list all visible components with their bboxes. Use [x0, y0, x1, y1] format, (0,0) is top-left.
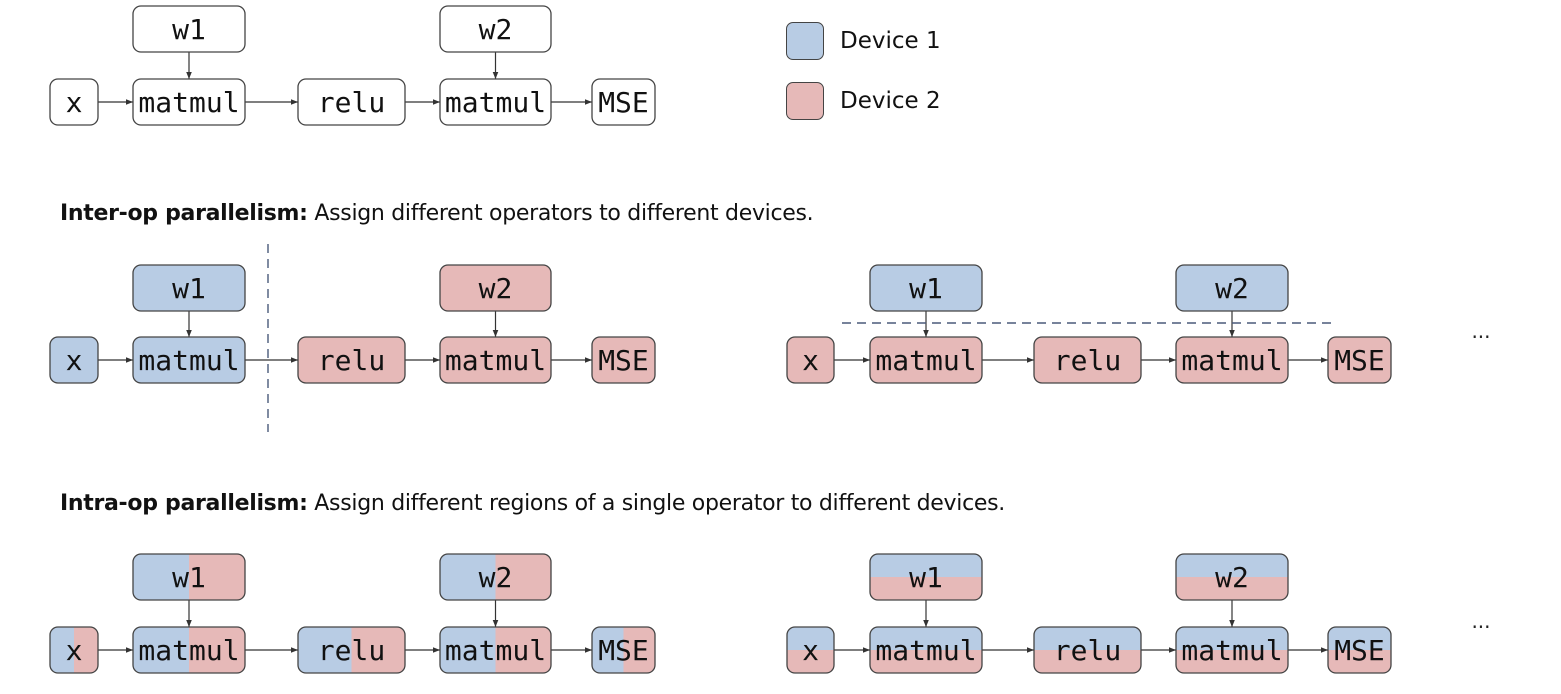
node-label-w2: w2 — [479, 561, 513, 594]
legend-label-device-1: Device 1 — [840, 28, 941, 54]
heading-inter-op-bold: Inter-op parallelism: — [60, 201, 308, 226]
node-label-m2: matmul — [1181, 344, 1282, 377]
ellipsis-2: ... — [1471, 609, 1490, 633]
node-label-w1: w1 — [172, 272, 206, 305]
node-w1: w1 — [869, 553, 983, 601]
node-relu: relu — [297, 336, 406, 384]
node-label-m2: matmul — [445, 86, 546, 119]
node-label-m1: matmul — [875, 344, 976, 377]
node-label-relu: relu — [318, 634, 385, 667]
node-label-relu: relu — [318, 344, 385, 377]
node-label-relu: relu — [1054, 634, 1121, 667]
node-w1: w1 — [132, 5, 246, 53]
node-label-mse: MSE — [598, 634, 649, 667]
node-label-mse: MSE — [1334, 634, 1385, 667]
ellipsis-1: ... — [1471, 319, 1490, 343]
node-label-w1: w1 — [172, 561, 206, 594]
node-m2: matmul — [439, 78, 552, 126]
node-x: x — [786, 626, 835, 674]
node-w1: w1 — [132, 264, 246, 312]
heading-intra-op-bold: Intra-op parallelism: — [60, 491, 308, 516]
node-mse: MSE — [1327, 626, 1392, 674]
node-label-mse: MSE — [1334, 344, 1385, 377]
node-label-relu: relu — [318, 86, 385, 119]
node-mse: MSE — [591, 336, 656, 384]
device-boundary-lines — [267, 244, 1333, 432]
node-w1: w1 — [869, 264, 983, 312]
node-label-relu: relu — [1054, 344, 1121, 377]
node-w1: w1 — [132, 553, 246, 601]
node-w2: w2 — [439, 553, 552, 601]
node-m2: matmul — [1175, 336, 1289, 384]
node-label-m2: matmul — [1181, 634, 1282, 667]
node-label-w2: w2 — [479, 13, 513, 46]
node-label-w2: w2 — [479, 272, 513, 305]
node-label-x: x — [802, 634, 819, 667]
node-mse: MSE — [591, 626, 656, 674]
heading-inter-op-text: Assign different operators to different … — [307, 201, 814, 226]
node-m2: matmul — [439, 626, 552, 674]
node-label-x: x — [802, 344, 819, 377]
legend-label-device-2: Device 2 — [840, 88, 941, 114]
node-relu: relu — [297, 78, 406, 126]
node-w2: w2 — [1175, 553, 1289, 601]
node-mse: MSE — [1327, 336, 1392, 384]
graph-inter-2: x matmul relu matmul MSE w1 w2 — [786, 264, 1392, 384]
graph-inter-1: x matmul relu matmul MSE w1 w2 — [49, 264, 656, 384]
node-m1: matmul — [132, 78, 246, 126]
node-m1: matmul — [132, 336, 246, 384]
node-m1: matmul — [869, 336, 983, 384]
node-w2: w2 — [1175, 264, 1289, 312]
node-label-x: x — [66, 344, 83, 377]
node-x: x — [786, 336, 835, 384]
node-m1: matmul — [869, 626, 983, 674]
graph-original: x matmul relu matmul MSE w1 w2 — [49, 5, 656, 126]
legend-swatch-device-2 — [786, 82, 824, 120]
node-m2: matmul — [1175, 626, 1289, 674]
legend-device-1: Device 1 — [786, 21, 941, 61]
node-w2: w2 — [439, 264, 552, 312]
node-label-m1: matmul — [138, 344, 239, 377]
node-mse: MSE — [591, 78, 656, 126]
node-label-w1: w1 — [909, 272, 943, 305]
node-label-w2: w2 — [1215, 561, 1249, 594]
node-label-m2: matmul — [445, 634, 546, 667]
node-m2: matmul — [439, 336, 552, 384]
node-x: x — [49, 336, 99, 384]
node-label-x: x — [66, 634, 83, 667]
graph-intra-1: x matmul relu matmul MSE w1 w2 — [49, 553, 656, 674]
node-x: x — [49, 78, 99, 126]
node-relu: relu — [1033, 626, 1142, 674]
legend-device-2: Device 2 — [786, 81, 941, 121]
node-label-m1: matmul — [875, 634, 976, 667]
legend-swatch-device-1 — [786, 22, 824, 60]
node-label-w2: w2 — [1215, 272, 1249, 305]
node-label-w1: w1 — [909, 561, 943, 594]
heading-intra-op: Intra-op parallelism: Assign different r… — [60, 491, 1005, 516]
node-label-mse: MSE — [598, 344, 649, 377]
node-x: x — [49, 626, 99, 674]
node-m1: matmul — [132, 626, 246, 674]
node-w2: w2 — [439, 5, 552, 53]
node-relu: relu — [297, 626, 406, 674]
graph-intra-2: x matmul relu matmul MSE w1 w2 — [786, 553, 1392, 674]
node-label-m1: matmul — [138, 86, 239, 119]
node-label-m1: matmul — [138, 634, 239, 667]
node-label-x: x — [66, 86, 83, 119]
heading-intra-op-text: Assign different regions of a single ope… — [307, 491, 1005, 516]
node-label-mse: MSE — [598, 86, 649, 119]
node-relu: relu — [1033, 336, 1142, 384]
node-label-m2: matmul — [445, 344, 546, 377]
node-label-w1: w1 — [172, 13, 206, 46]
heading-inter-op: Inter-op parallelism: Assign different o… — [60, 201, 814, 226]
